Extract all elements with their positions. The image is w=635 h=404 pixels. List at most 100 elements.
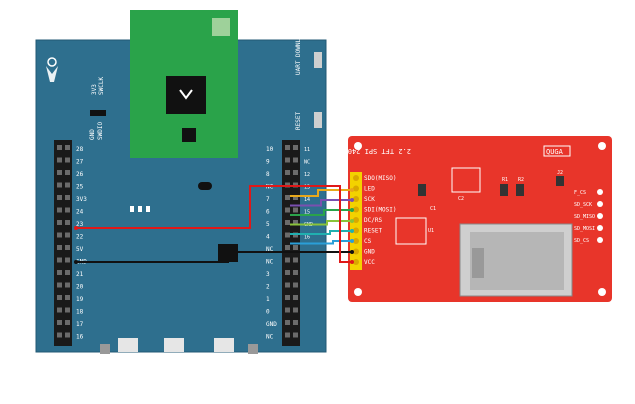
header-pin: [293, 307, 298, 313]
usb-connector[interactable]: [164, 338, 184, 352]
header-pin: [65, 307, 70, 313]
left-header-pins: [57, 145, 70, 338]
gnd-junction: [218, 244, 238, 262]
right-pin-label: 3: [266, 271, 270, 278]
right-outer-pin-label: NC: [304, 160, 310, 166]
right-pin-label: 1: [266, 296, 270, 303]
header-pin: [57, 257, 62, 263]
header-pin: [293, 282, 298, 288]
right-pin-label: NC: [266, 259, 274, 266]
header-pin: [65, 282, 70, 288]
tft-pin: [353, 206, 359, 213]
right-pin-label: 0: [266, 309, 270, 316]
header-pin: [285, 170, 290, 175]
label-swclk: SWCLK: [98, 77, 105, 95]
header-pin: [293, 320, 298, 325]
reset-button[interactable]: [314, 112, 322, 128]
header-pin: [65, 145, 70, 150]
left-pin-label: 5V: [76, 246, 84, 253]
header-pin: [65, 207, 70, 213]
left-pin-label: 22: [76, 234, 84, 241]
left-pin-label: 16: [76, 334, 84, 341]
sd-pin-label: F_CS: [574, 190, 586, 196]
tft-pin-label: GND: [364, 249, 375, 256]
mount-hole: [354, 142, 362, 150]
tft-title: 2.2 TFT SPI 240X320: [331, 147, 411, 155]
module-antenna-pad: [212, 18, 230, 36]
sd-pin: [597, 225, 603, 231]
tft-pin-label: SDO(MISO): [364, 175, 397, 182]
left-pin-label: 23: [76, 221, 84, 228]
right-pin-label: 10: [266, 146, 274, 153]
label-swdio: SWDIO: [97, 122, 104, 140]
tft-pin: [353, 227, 359, 234]
wire-end: [350, 208, 354, 212]
crystal-part: [198, 182, 212, 190]
tft-pin-label: CS: [364, 238, 372, 245]
uart-download-button[interactable]: [314, 52, 322, 68]
header-pin: [285, 157, 290, 163]
chip-logo-icon: [179, 89, 193, 100]
header-pin: [285, 295, 290, 300]
header-pin: [293, 220, 298, 225]
header-pin: [57, 295, 62, 300]
module-chip: [166, 76, 206, 114]
wire-end: [350, 260, 354, 264]
left-pin-label: 17: [76, 321, 84, 328]
swd-header: [90, 110, 106, 116]
right-outer-pin-label: 12: [304, 172, 310, 178]
sd-pin: [597, 201, 603, 207]
header-pin: [57, 332, 62, 338]
label-3v3: 3V3: [91, 84, 98, 95]
left-header: [54, 140, 72, 346]
sd-pin: [597, 213, 603, 219]
header-pin: [57, 207, 62, 213]
header-pin: [57, 182, 62, 188]
left-pin-label: 3V3: [76, 196, 87, 203]
left-pin-label: 18: [76, 309, 84, 316]
wire-end: [350, 250, 354, 254]
mount-hole: [598, 288, 606, 296]
mount-hole: [598, 142, 606, 150]
left-pin-label: 25: [76, 184, 84, 191]
right-pin-label: NC: [266, 246, 274, 253]
header-pin: [65, 182, 70, 188]
wire-start: [74, 260, 78, 264]
usb-connector[interactable]: [214, 338, 234, 352]
right-pin-label: 4: [266, 234, 270, 241]
header-pin: [57, 220, 62, 225]
component-label: R2: [518, 177, 524, 183]
header-pin: [285, 270, 290, 275]
component-part: [516, 184, 524, 196]
header-pin: [57, 195, 62, 200]
right-pin-label: 7: [266, 196, 270, 203]
tft-pin: [353, 238, 359, 244]
header-pin: [285, 307, 290, 313]
header-pin: [293, 332, 298, 338]
header-pin: [285, 320, 290, 325]
wire-sck: [290, 199, 352, 207]
sd-pin: [597, 237, 603, 243]
sd-card-latch: [472, 248, 484, 278]
label-gnd: GND: [89, 129, 96, 140]
usb-connector[interactable]: [118, 338, 138, 352]
left-pin-label: 24: [76, 209, 84, 216]
right-pin-label: 6: [266, 209, 270, 216]
wire-led: [290, 189, 352, 197]
wire-cs: [290, 240, 352, 245]
sd-pin-label: SD_MISO: [574, 214, 595, 220]
component-label: J2: [557, 170, 563, 176]
header-pin: [285, 207, 290, 213]
right-pin-label: GND: [266, 321, 277, 328]
component-part: [500, 184, 508, 196]
wire-end: [350, 239, 354, 243]
right-outer-pin-label: 11: [304, 147, 310, 153]
tft-pin: [353, 175, 359, 181]
wire-end: [350, 219, 354, 223]
header-pin: [285, 220, 290, 225]
logo-icon: [46, 57, 58, 82]
